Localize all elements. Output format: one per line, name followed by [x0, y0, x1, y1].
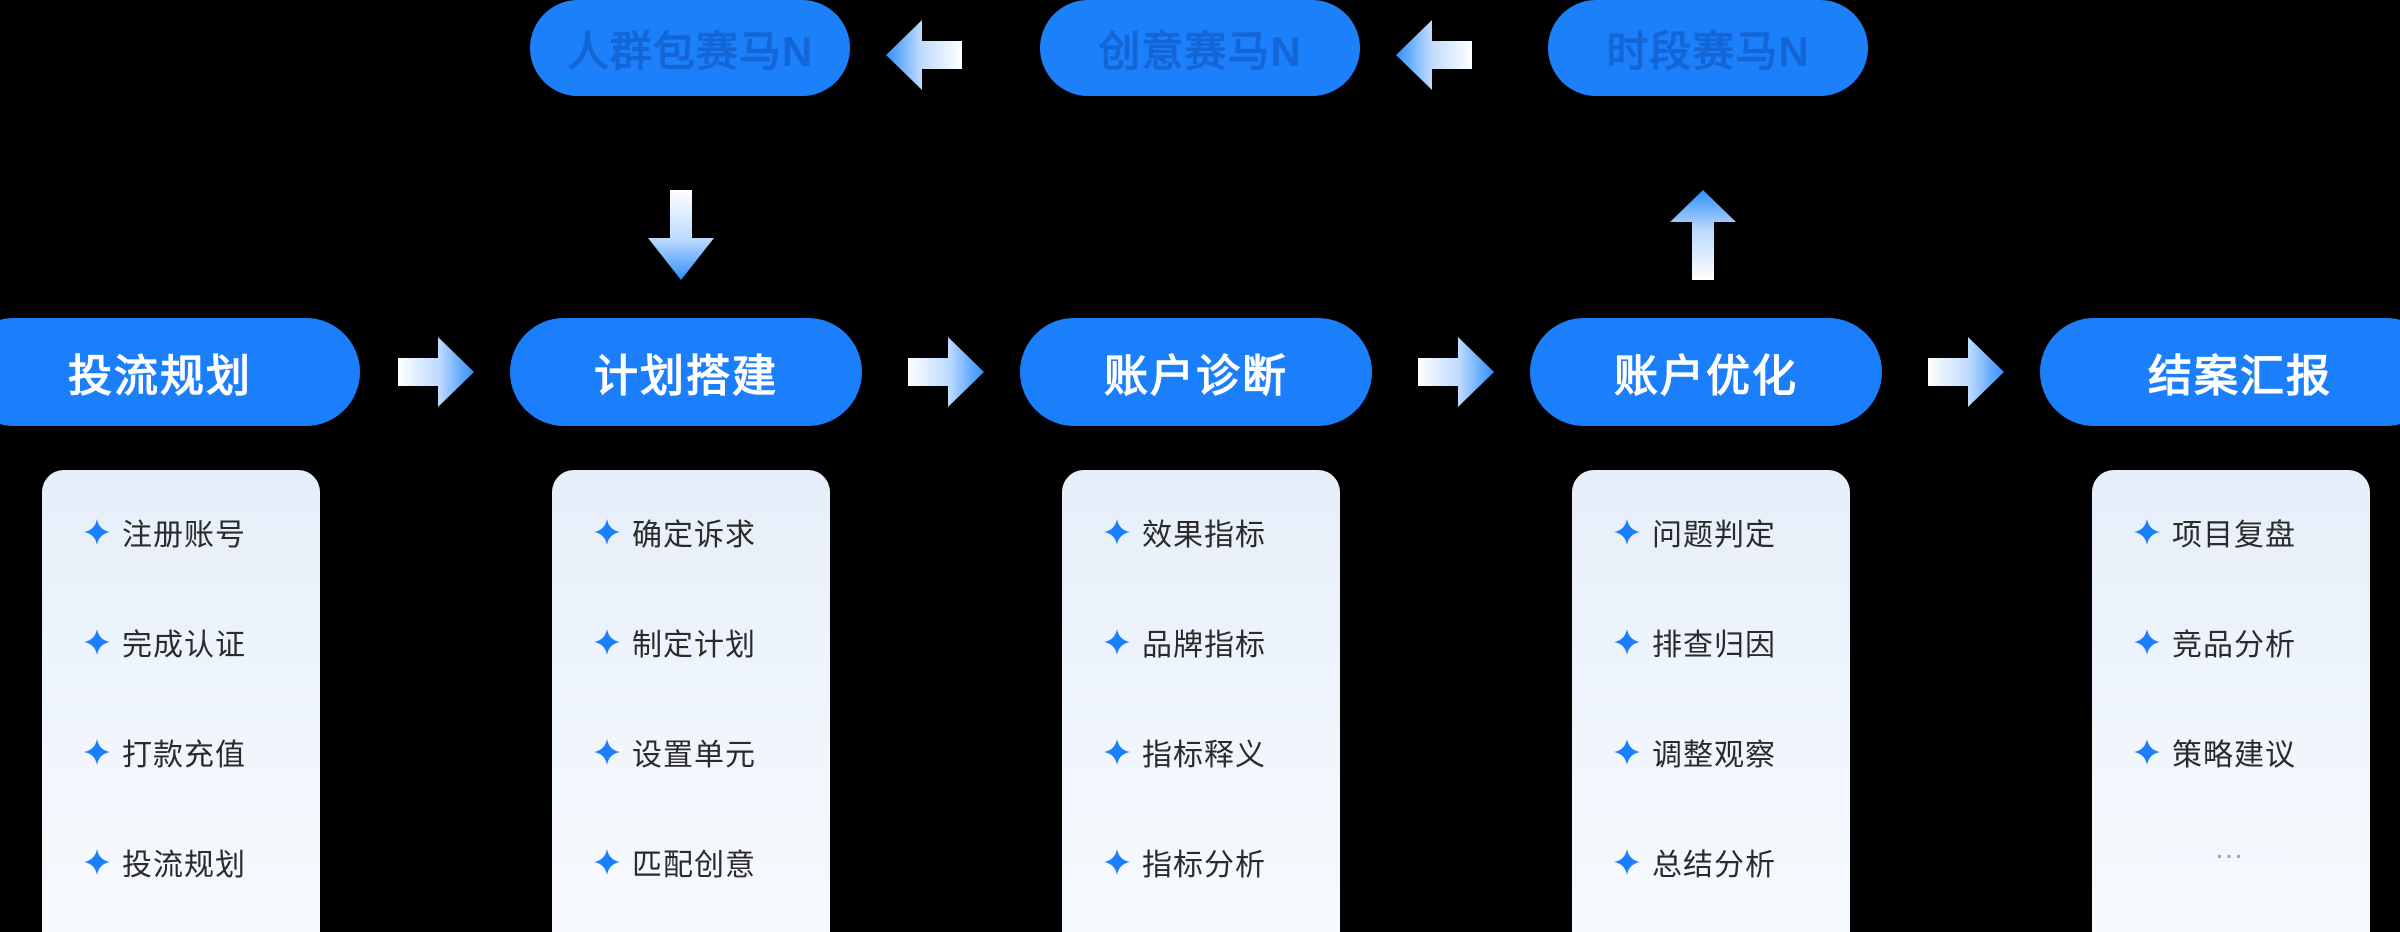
- diamond-bullet-icon: [1104, 848, 1130, 875]
- list-item[interactable]: 确定诉求: [552, 504, 830, 559]
- list-item-label: 打款充值: [122, 738, 246, 772]
- diamond-bullet-icon: [84, 518, 110, 545]
- list-item-label: 指标分析: [1142, 848, 1266, 882]
- experiment-pill-label: 创意赛马N: [1098, 27, 1302, 75]
- list-item-label: 策略建议: [2172, 738, 2296, 772]
- list-item[interactable]: 匹配创意: [552, 834, 830, 889]
- stage-detail-list: 注册账号完成认证打款充值投流规划: [42, 504, 320, 889]
- arrow-right-plan-to-build-icon: [398, 337, 474, 407]
- list-item[interactable]: 竞品分析: [2092, 614, 2370, 669]
- list-item-label: 注册账号: [122, 518, 246, 552]
- list-item-label: 指标释义: [1142, 738, 1266, 772]
- stage-detail-card-5: 项目复盘竞品分析策略建议 …: [2092, 470, 2370, 932]
- diamond-bullet-icon: [84, 848, 110, 875]
- stage-pill-4[interactable]: 账户优化: [1530, 318, 1882, 426]
- stage-pill-2[interactable]: 计划搭建: [510, 318, 862, 426]
- stage-detail-card-4: 问题判定排查归因调整观察总结分析…: [1572, 470, 1850, 932]
- stage-pill-5[interactable]: 结案汇报: [2040, 318, 2400, 426]
- list-item[interactable]: 调整观察: [1572, 724, 1850, 779]
- stage-detail-card-3: 效果指标品牌指标指标释义指标分析…: [1062, 470, 1340, 932]
- list-item[interactable]: 指标释义: [1062, 724, 1340, 779]
- arrow-left-time-to-creative-icon: [1396, 20, 1472, 90]
- list-item-label: 确定诉求: [632, 518, 756, 552]
- stage-detail-list: 效果指标品牌指标指标释义指标分析: [1062, 504, 1340, 889]
- stage-detail-list: 问题判定排查归因调整观察总结分析: [1572, 504, 1850, 889]
- list-item-label: 竞品分析: [2172, 628, 2296, 662]
- list-item[interactable]: 策略建议: [2092, 724, 2370, 779]
- diamond-bullet-icon: [594, 848, 620, 875]
- list-item[interactable]: 完成认证: [42, 614, 320, 669]
- diamond-bullet-icon: [594, 518, 620, 545]
- list-item-label: 效果指标: [1142, 518, 1266, 552]
- list-item-label: 品牌指标: [1142, 628, 1266, 662]
- list-item[interactable]: 项目复盘: [2092, 504, 2370, 559]
- experiment-pill-label: 时段赛马N: [1606, 27, 1810, 75]
- list-item[interactable]: 打款充值: [42, 724, 320, 779]
- arrow-down-to-plan-build-icon: [646, 190, 716, 280]
- diamond-bullet-icon: [2134, 628, 2160, 655]
- list-more-ellipsis: …: [2214, 832, 2248, 865]
- stage-pill-label: 结案汇报: [2148, 352, 2332, 401]
- list-item-label: 问题判定: [1652, 518, 1776, 552]
- list-item[interactable]: 指标分析: [1062, 834, 1340, 889]
- list-item-label: 项目复盘: [2172, 518, 2296, 552]
- diamond-bullet-icon: [1614, 518, 1640, 545]
- diamond-bullet-icon: [1104, 518, 1130, 545]
- diamond-bullet-icon: [594, 738, 620, 765]
- stage-pill-label: 账户诊断: [1104, 352, 1288, 401]
- stage-detail-list: 确定诉求制定计划设置单元匹配创意: [552, 504, 830, 889]
- list-item-label: 设置单元: [632, 738, 756, 772]
- list-item[interactable]: 排查归因: [1572, 614, 1850, 669]
- stage-pill-label: 计划搭建: [594, 352, 778, 401]
- diamond-bullet-icon: [84, 628, 110, 655]
- diamond-bullet-icon: [1614, 738, 1640, 765]
- list-item[interactable]: 效果指标: [1062, 504, 1340, 559]
- list-item-label: 完成认证: [122, 628, 246, 662]
- arrow-right-build-to-diagnose-icon: [908, 337, 984, 407]
- arrow-left-creative-to-crowd-icon: [886, 20, 962, 90]
- diamond-bullet-icon: [2134, 518, 2160, 545]
- stage-detail-card-1: 注册账号完成认证打款充值投流规划…: [42, 470, 320, 932]
- diamond-bullet-icon: [84, 738, 110, 765]
- diamond-bullet-icon: [594, 628, 620, 655]
- stage-detail-list: 项目复盘竞品分析策略建议: [2092, 504, 2370, 779]
- list-item[interactable]: 投流规划: [42, 834, 320, 889]
- diamond-bullet-icon: [1104, 628, 1130, 655]
- arrow-up-to-time-race-icon: [1668, 190, 1738, 280]
- diamond-bullet-icon: [1614, 848, 1640, 875]
- list-item[interactable]: 问题判定: [1572, 504, 1850, 559]
- list-item[interactable]: 品牌指标: [1062, 614, 1340, 669]
- list-item[interactable]: 制定计划: [552, 614, 830, 669]
- diamond-bullet-icon: [1104, 738, 1130, 765]
- list-item-label: 总结分析: [1652, 848, 1776, 882]
- arrow-right-optimize-to-report-icon: [1928, 337, 2004, 407]
- list-item-label: 排查归因: [1652, 628, 1776, 662]
- list-item[interactable]: 设置单元: [552, 724, 830, 779]
- experiment-pill-label: 人群包赛马N: [566, 27, 814, 75]
- stage-detail-card-2: 确定诉求制定计划设置单元匹配创意…: [552, 470, 830, 932]
- diamond-bullet-icon: [1614, 628, 1640, 655]
- experiment-pill-1[interactable]: 人群包赛马N: [530, 0, 850, 96]
- list-item-label: 投流规划: [122, 848, 246, 882]
- diamond-bullet-icon: [2134, 738, 2160, 765]
- stage-pill-label: 投流规划: [68, 352, 252, 401]
- list-item-label: 调整观察: [1652, 738, 1776, 772]
- list-item[interactable]: 注册账号: [42, 504, 320, 559]
- list-item[interactable]: 总结分析: [1572, 834, 1850, 889]
- arrow-right-diagnose-to-optimize-icon: [1418, 337, 1494, 407]
- stage-pill-label: 账户优化: [1614, 352, 1798, 401]
- stage-pill-3[interactable]: 账户诊断: [1020, 318, 1372, 426]
- experiment-pill-2[interactable]: 创意赛马N: [1040, 0, 1360, 96]
- experiment-pill-3[interactable]: 时段赛马N: [1548, 0, 1868, 96]
- list-item-label: 匹配创意: [632, 848, 756, 882]
- list-item-label: 制定计划: [632, 628, 756, 662]
- stage-pill-1[interactable]: 投流规划: [0, 318, 360, 426]
